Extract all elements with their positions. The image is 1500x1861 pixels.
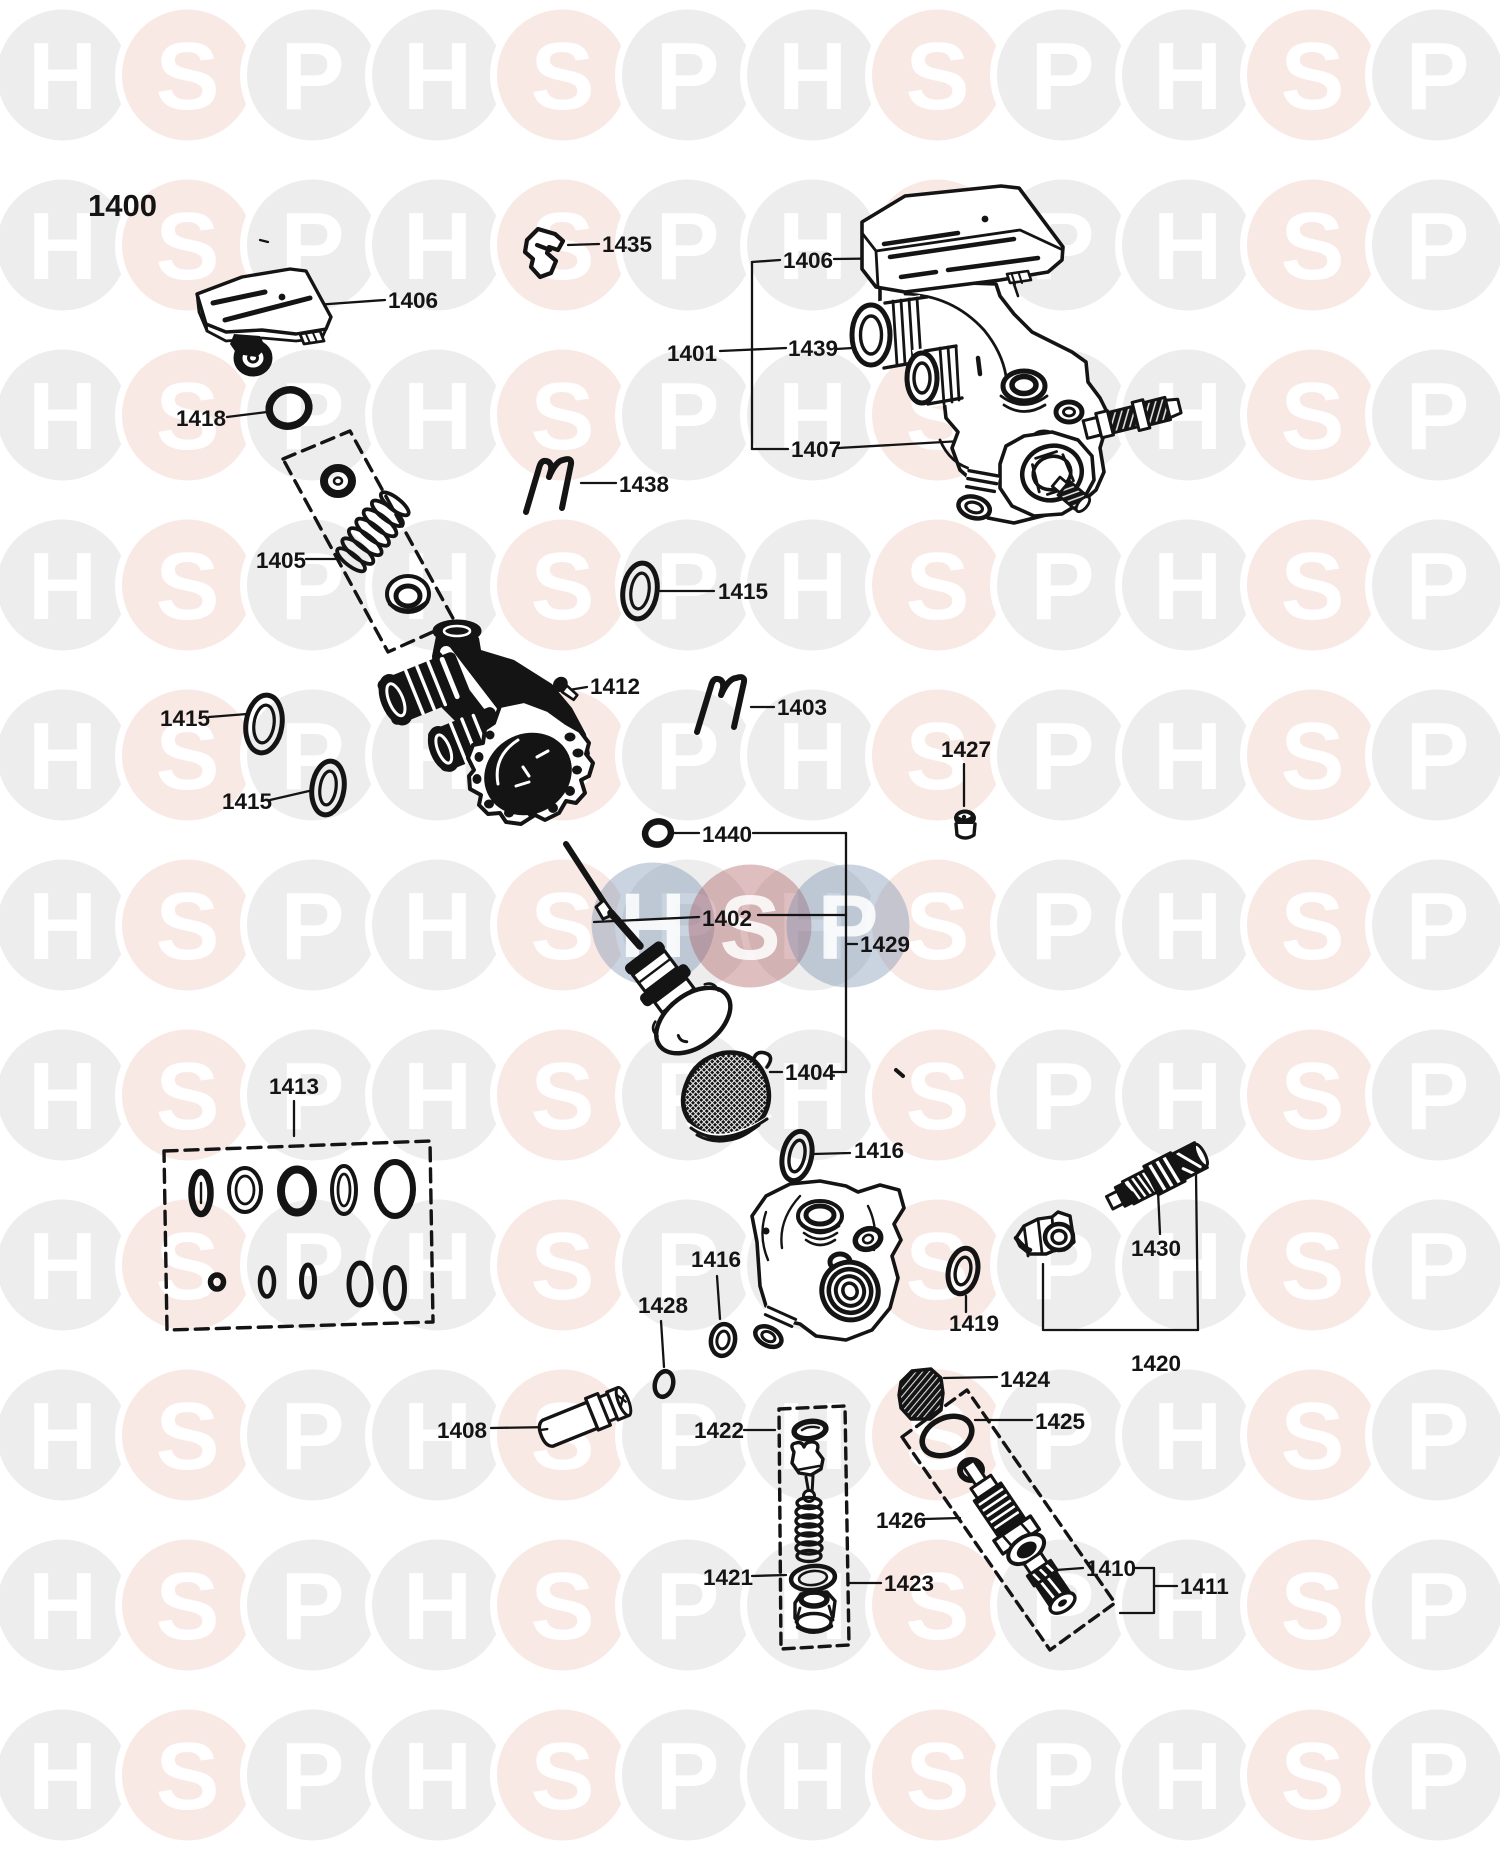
- svg-text:1406: 1406: [783, 248, 833, 273]
- svg-text:1440: 1440: [702, 822, 752, 847]
- svg-text:1415: 1415: [718, 579, 768, 604]
- svg-text:1435: 1435: [602, 232, 652, 257]
- svg-text:1419: 1419: [949, 1311, 999, 1336]
- svg-text:1410: 1410: [1086, 1556, 1136, 1581]
- svg-text:1429: 1429: [860, 932, 910, 957]
- svg-text:1412: 1412: [590, 674, 640, 699]
- svg-text:1439: 1439: [788, 336, 838, 361]
- svg-text:1407: 1407: [791, 437, 841, 462]
- svg-text:1406: 1406: [388, 288, 438, 313]
- svg-text:1416: 1416: [854, 1138, 904, 1163]
- svg-text:1402: 1402: [702, 906, 752, 931]
- svg-text:1400: 1400: [88, 188, 157, 223]
- svg-text:1420: 1420: [1131, 1351, 1181, 1376]
- svg-text:1403: 1403: [777, 695, 827, 720]
- svg-text:1415: 1415: [222, 789, 272, 814]
- svg-text:1426: 1426: [876, 1508, 926, 1533]
- svg-text:1411: 1411: [1180, 1574, 1229, 1599]
- svg-text:1422: 1422: [694, 1418, 744, 1443]
- svg-text:1423: 1423: [884, 1571, 934, 1596]
- svg-text:1421: 1421: [703, 1565, 753, 1590]
- svg-text:1408: 1408: [437, 1418, 487, 1443]
- svg-text:1401: 1401: [667, 341, 717, 366]
- svg-text:1424: 1424: [1000, 1367, 1051, 1392]
- svg-text:1404: 1404: [785, 1060, 836, 1085]
- svg-text:1425: 1425: [1035, 1409, 1085, 1434]
- svg-text:1418: 1418: [176, 406, 226, 431]
- svg-text:1405: 1405: [256, 548, 306, 573]
- svg-text:1430: 1430: [1131, 1236, 1181, 1261]
- svg-text:1413: 1413: [269, 1074, 319, 1099]
- svg-text:P: P: [817, 877, 878, 979]
- svg-text:S: S: [719, 877, 780, 979]
- svg-text:1427: 1427: [941, 737, 991, 762]
- svg-text:1438: 1438: [619, 472, 669, 497]
- svg-text:1428: 1428: [638, 1293, 688, 1318]
- svg-text:1415: 1415: [160, 706, 210, 731]
- svg-text:1416: 1416: [691, 1247, 741, 1272]
